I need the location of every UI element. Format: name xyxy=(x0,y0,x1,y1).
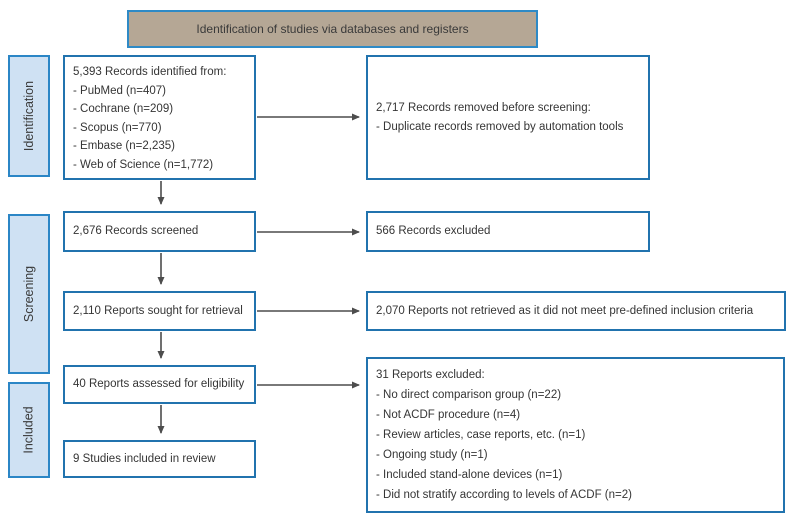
box-text-line: - Review articles, case reports, etc. (n… xyxy=(376,429,586,441)
stage-included-text: Included xyxy=(22,406,37,454)
box-reports-not-retrieved: 2,070 Reports not retrieved as it did no… xyxy=(366,291,786,331)
box-text-line: - Not ACDF procedure (n=4) xyxy=(376,409,521,421)
stage-label-identification: Identification xyxy=(8,55,50,177)
box-text-line: 2,070 Reports not retrieved as it did no… xyxy=(376,304,754,317)
box-text-line: 2,676 Records screened xyxy=(73,225,199,238)
box-records-excluded: 566 Records excluded xyxy=(366,211,650,252)
box-reports-excluded: 31 Reports excluded: - No direct comparis… xyxy=(366,357,785,513)
box-records-removed-before-screening: 2,717 Records removed before screening: -… xyxy=(366,55,650,180)
box-text-line: - PubMed (n=407) xyxy=(73,84,167,97)
box-text-line: 2,717 Records removed before screening: xyxy=(376,102,591,114)
box-records-identified: 5,393 Records identified from: - PubMed (… xyxy=(63,55,256,180)
box-text-line: 2,110 Reports sought for retrieval xyxy=(73,304,243,317)
box-text-line: - Duplicate records removed by automatio… xyxy=(376,120,624,133)
box-text-line: - Did not stratify according to levels o… xyxy=(376,489,632,501)
stage-screening-text: Screening xyxy=(22,265,37,323)
box-text-line: - Web of Science (n=1,772) xyxy=(73,158,214,171)
diagram-title: Identification of studies via databases … xyxy=(196,22,469,36)
box-text-line: - Scopus (n=770) xyxy=(73,121,162,134)
diagram-title-box: Identification of studies via databases … xyxy=(127,10,538,48)
box-text-line: 40 Reports assessed for eligibility xyxy=(73,378,245,391)
box-text-line: 566 Records excluded xyxy=(376,225,491,238)
box-text-line: - Embase (n=2,235) xyxy=(73,140,175,152)
box-text-line: 9 Studies included in review xyxy=(73,452,216,465)
box-reports-sought-for-retrieval: 2,110 Reports sought for retrieval xyxy=(63,291,256,331)
box-text-line: - Included stand-alone devices (n=1) xyxy=(376,469,563,481)
box-text-line: - Ongoing study (n=1) xyxy=(376,449,488,461)
box-reports-assessed-for-eligibility: 40 Reports assessed for eligibility xyxy=(63,365,256,404)
box-text-line: - Cochrane (n=209) xyxy=(73,103,174,115)
stage-label-screening: Screening xyxy=(8,214,50,374)
box-text-line: 5,393 Records identified from: xyxy=(73,66,227,78)
stage-label-included: Included xyxy=(8,382,50,478)
box-records-screened: 2,676 Records screened xyxy=(63,211,256,252)
box-text-line: - No direct comparison group (n=22) xyxy=(376,389,562,401)
box-studies-included-in-review: 9 Studies included in review xyxy=(63,440,256,478)
box-text-line: 31 Reports excluded: xyxy=(376,369,485,381)
stage-identification-text: Identification xyxy=(22,80,36,152)
